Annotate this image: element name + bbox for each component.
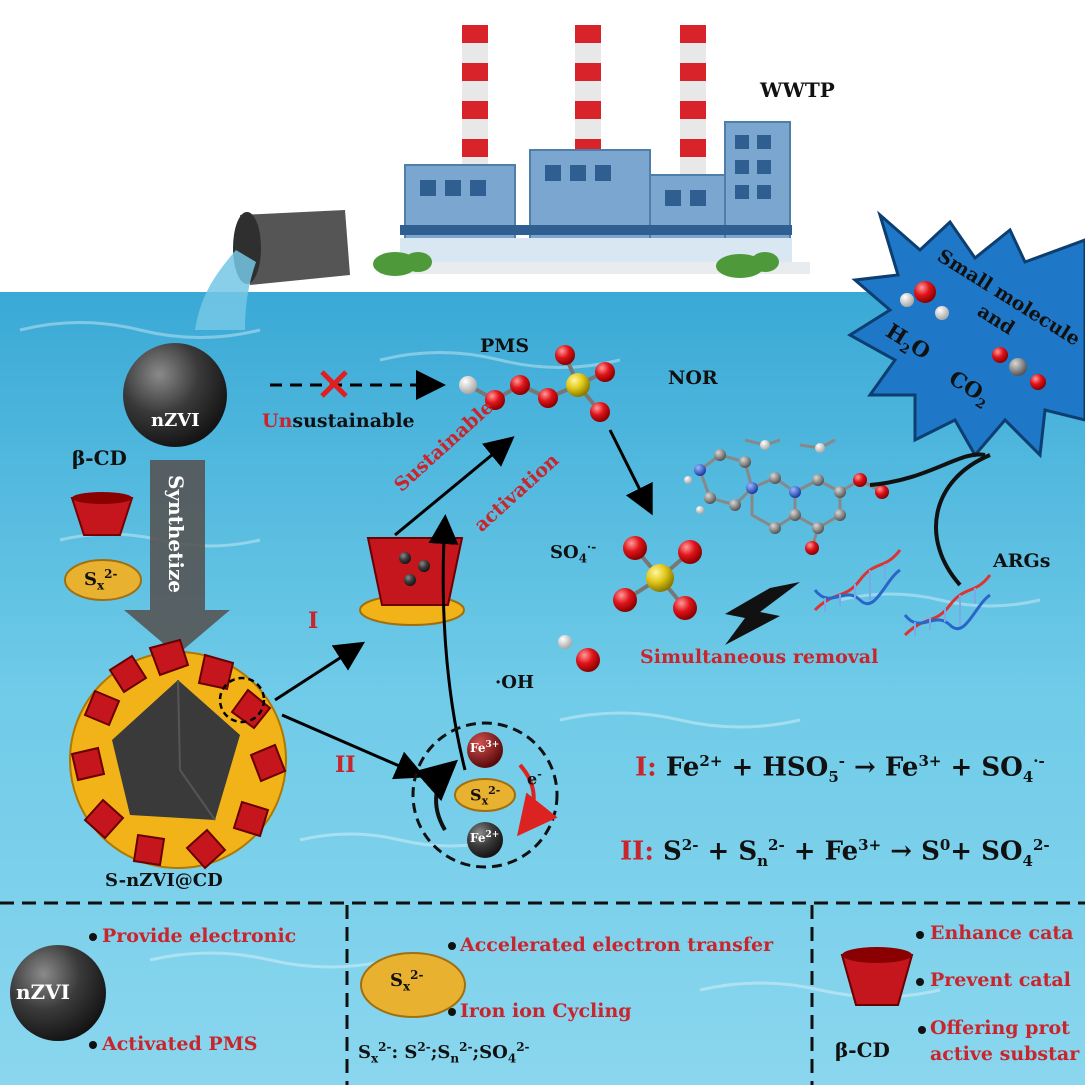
- fe3-label: Fe3+: [470, 740, 500, 755]
- sulfide-disc: [64, 559, 142, 601]
- legend-sx-bullet-1: Accelerated electron transfer: [460, 934, 774, 956]
- route-i-arrow: [274, 641, 366, 702]
- route-ii-label: II: [335, 752, 356, 778]
- synthetize-arrow: [124, 460, 230, 655]
- legend-sx-bullet-2: Iron ion Cycling: [460, 1000, 632, 1022]
- iron-cycle-diagram: [411, 721, 559, 869]
- sx-label: Sx2-: [84, 567, 118, 593]
- legend-cd-bullet-1: Enhance cata: [930, 922, 1074, 944]
- composite-label: S-nZVI@CD: [105, 870, 223, 891]
- legend-cd-bullet-3a: Offering prot: [930, 1017, 1070, 1039]
- fe2-label: Fe2+: [470, 830, 500, 845]
- legend-cd-bullet-2: Prevent catal: [930, 969, 1071, 991]
- cross-icon: [320, 370, 348, 398]
- nzvi-sphere: [123, 343, 227, 447]
- cycle-return-arrow: [428, 514, 467, 771]
- unsustainable-label: Unsustainable: [262, 410, 415, 432]
- legend-nzvi-bullet-1: Provide electronic: [102, 925, 297, 947]
- so4-label: SO4·-: [550, 540, 597, 566]
- nzvi-label: nZVI: [151, 410, 200, 431]
- small-molecule-starburst: [847, 210, 1085, 459]
- equation-ii: II: S2- + Sn2- + Fe3+ → S0+ SO42-: [620, 836, 1050, 870]
- args-to-starburst-line: [934, 453, 991, 587]
- route-i-label: I: [308, 608, 319, 634]
- nor-molecule: [684, 438, 889, 555]
- legend-sulfide-disc: [360, 952, 466, 1018]
- args-label: ARGs: [993, 550, 1051, 572]
- nor-label: NOR: [668, 367, 718, 389]
- route-ii-arrow: [281, 713, 426, 780]
- legend-beta-cd-cup: [840, 947, 914, 1006]
- oh-label: ·OH: [495, 672, 534, 693]
- composite-particle: [69, 638, 287, 870]
- legend-sx-definition: Sx2-: S2-;Sn2-;SO42-: [358, 1040, 530, 1066]
- legend-frame: [0, 901, 1085, 1085]
- activated-cd-unit: [359, 537, 465, 626]
- beta-cd-label: β-CD: [72, 446, 127, 470]
- pms-label: PMS: [480, 335, 530, 357]
- legend-nzvi-sphere: [10, 945, 106, 1041]
- cycle-sx-label: Sx2-: [470, 784, 501, 808]
- legend-sx-label: Sx2-: [390, 968, 424, 994]
- legend-nzvi-label: nZVI: [16, 980, 71, 1004]
- legend-nzvi-bullet-2: Activated PMS: [102, 1033, 258, 1055]
- nor-to-starburst-line: [869, 452, 986, 487]
- legend-bullets: [89, 931, 926, 1049]
- chimney: [462, 25, 706, 175]
- pms-molecule: [459, 345, 615, 422]
- args-dna-helix: [813, 549, 992, 637]
- outflow-pipe: [195, 210, 350, 330]
- simultaneous-removal-label: Simultaneous removal: [640, 646, 879, 668]
- wwtp-label: WWTP: [760, 78, 835, 102]
- sustainable-arrow: [394, 436, 515, 537]
- sulfate-radical-molecule: [613, 536, 702, 620]
- wwtp-factory-illustration: [373, 25, 810, 278]
- electron-label: e-: [527, 768, 542, 789]
- hydroxyl-radical: [558, 635, 600, 672]
- legend-cd-label: β-CD: [835, 1038, 890, 1062]
- pms-to-radical-arrow: [608, 429, 653, 516]
- lightning-icon: [725, 582, 800, 645]
- legend-cd-bullet-3b: active substar: [930, 1043, 1080, 1065]
- synthetize-label: Synthetize: [164, 475, 188, 594]
- equation-i: I: Fe2+ + HSO5- → Fe3+ + SO4·-: [635, 752, 1045, 786]
